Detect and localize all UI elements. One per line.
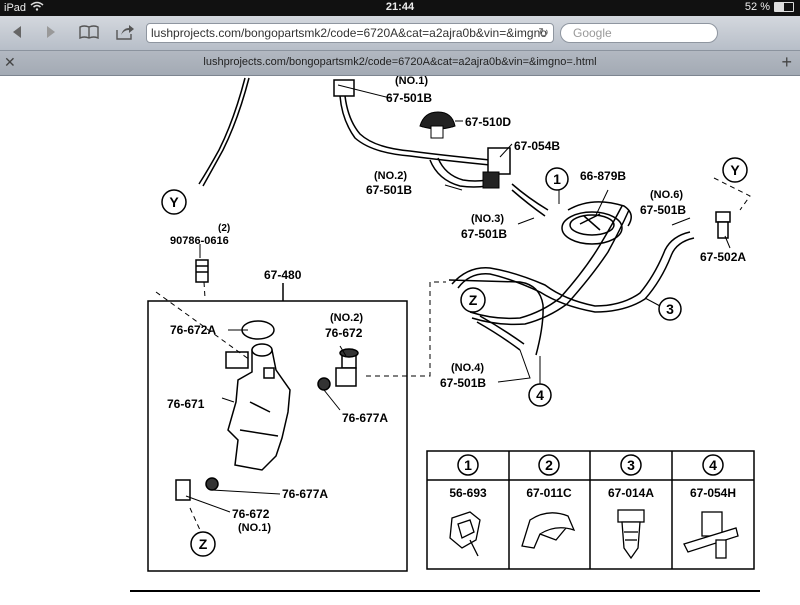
status-bar: iPad 21:44 52 %	[0, 0, 800, 16]
search-field[interactable]: Google	[560, 23, 718, 43]
parts-diagram: (NO.1) 67-501B 67-510D 67-054B (NO.2) 67…	[130, 75, 760, 592]
washer-nozzle	[419, 111, 456, 139]
label-67-501b-mid: 67-501B	[366, 183, 412, 197]
new-tab-button[interactable]: +	[781, 52, 792, 72]
back-arrow-icon	[13, 26, 21, 38]
label-no2-pump: (NO.2)	[330, 312, 363, 324]
callout-z-top: Z	[460, 287, 486, 313]
label-67-480: 67-480	[264, 268, 302, 282]
label-67-501b-top: 67-501B	[386, 91, 432, 105]
browser-toolbar: lushprojects.com/bongopartsmk2/code=6720…	[0, 16, 800, 51]
label-76-672-bottom: 76-672	[232, 507, 270, 521]
bookmarks-button[interactable]	[76, 21, 102, 43]
label-66-879b: 66-879B	[580, 169, 626, 183]
page-content: (NO.1) 67-501B 67-510D 67-054B (NO.2) 67…	[0, 75, 800, 600]
reload-icon[interactable]: ↻	[538, 25, 549, 40]
label-67-501b-no6: 67-501B	[640, 203, 686, 217]
callout-y-left-text: Y	[169, 194, 179, 210]
washer-pump	[175, 348, 359, 501]
clip-67-054h-drawing	[683, 511, 739, 559]
leader-lines	[185, 84, 731, 513]
callout-y-left: Y	[161, 189, 187, 215]
label-no3: (NO.3)	[471, 213, 504, 225]
battery-fill	[775, 3, 785, 11]
bolt-90786	[195, 259, 209, 283]
wifi-icon	[30, 1, 44, 14]
callout-3: 3	[658, 297, 682, 321]
label-76-672-pump: 76-672	[325, 326, 363, 340]
dashed-links	[155, 177, 751, 531]
search-placeholder: Google	[573, 26, 612, 40]
clip-number-1: 1	[464, 457, 472, 473]
callout-1: 1	[545, 167, 569, 191]
label-76-671: 76-671	[167, 397, 205, 411]
back-button[interactable]	[4, 21, 30, 43]
battery-percent: 52 %	[744, 1, 770, 13]
label-90786-0616: 90786-0616	[170, 235, 229, 247]
clip-part-67-011c: 67-011C	[526, 486, 572, 500]
clip-part-56-693: 56-693	[449, 486, 487, 500]
label-76-677a-bottom: 76-677A	[282, 487, 328, 501]
tank-box	[147, 283, 408, 572]
joint-67-502a	[715, 211, 731, 239]
callout-z-bottom: Z	[190, 531, 216, 557]
clip-part-67-014a: 67-014A	[608, 486, 654, 500]
device-name: iPad	[4, 1, 27, 14]
tab-title[interactable]: lushprojects.com/bongopartsmk2/code=6720…	[203, 56, 597, 68]
label-76-672a: 76-672A	[170, 323, 216, 337]
label-no6: (NO.6)	[650, 189, 683, 201]
label-67-054b: 67-054B	[514, 139, 560, 153]
status-right: 52 %	[745, 1, 794, 13]
tab-bar: ✕ lushprojects.com/bongopartsmk2/code=67…	[0, 51, 800, 76]
label-67-510d: 67-510D	[465, 115, 511, 129]
callouts: Y Y Z Z 1 3 4	[161, 157, 748, 557]
washer-tank	[225, 320, 291, 471]
hoses	[198, 77, 695, 356]
forward-button[interactable]	[38, 21, 64, 43]
label-no1-bottom: (NO.1)	[238, 522, 271, 534]
share-icon	[116, 25, 134, 40]
callout-z-bottom-text: Z	[199, 536, 208, 552]
url-text: lushprojects.com/bongopartsmk2/code=6720…	[151, 26, 547, 40]
hose-holder-66-879b	[561, 201, 632, 245]
label-67-501b-no3: 67-501B	[461, 227, 507, 241]
status-left: iPad	[4, 1, 44, 14]
callout-1-text: 1	[553, 171, 561, 187]
forward-arrow-icon	[47, 26, 55, 38]
clip-67-014a-drawing	[617, 509, 645, 560]
clip-part-67-054h: 67-054H	[690, 486, 736, 500]
callout-y-right-text: Y	[730, 162, 740, 178]
clip-number-3: 3	[627, 457, 635, 473]
clock: 21:44	[385, 1, 415, 13]
clip-67-011c-drawing	[521, 512, 576, 549]
callout-y-right: Y	[722, 157, 748, 183]
clip-56-693-drawing	[449, 511, 481, 557]
label-67-502a: 67-502A	[700, 250, 746, 264]
clip-number-2: 2	[545, 457, 553, 473]
label-76-677a-right: 76-677A	[342, 411, 388, 425]
book-icon	[79, 25, 99, 39]
label-no2-mid: (NO.2)	[374, 170, 407, 182]
callout-4: 4	[528, 383, 552, 407]
callout-4-text: 4	[536, 387, 544, 403]
clip-number-4: 4	[709, 457, 717, 473]
clip-table: 1 2 3 4 56-693 67-011C 67-014A 67-054H	[426, 450, 755, 570]
check-valve	[333, 79, 511, 189]
tab-close-icon[interactable]: ✕	[4, 54, 16, 70]
label-qty-2: (2)	[218, 223, 230, 234]
share-button[interactable]	[112, 21, 138, 43]
address-bar[interactable]: lushprojects.com/bongopartsmk2/code=6720…	[146, 23, 554, 43]
callout-z-top-text: Z	[469, 292, 478, 308]
callout-3-text: 3	[666, 301, 674, 317]
label-no4: (NO.4)	[451, 362, 484, 374]
label-no1-top: (NO.1)	[395, 76, 428, 87]
battery-icon	[774, 2, 794, 12]
label-67-501b-no4: 67-501B	[440, 376, 486, 390]
